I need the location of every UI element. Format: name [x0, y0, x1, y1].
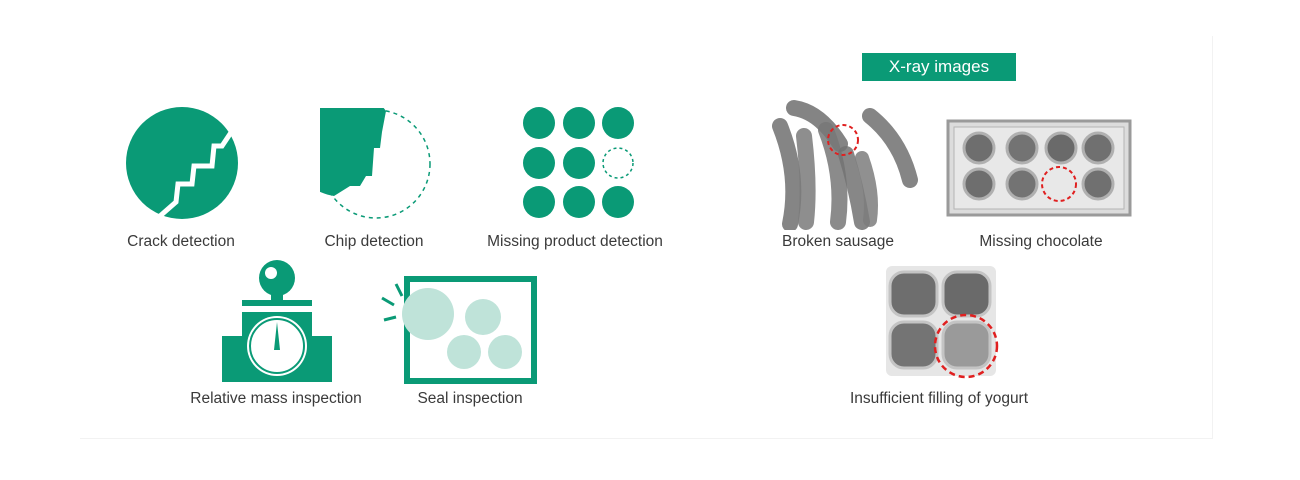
seal-inspection-label: Seal inspection: [417, 390, 523, 407]
missing-chocolate-label: Missing chocolate: [979, 233, 1103, 250]
scale-icon: [222, 260, 332, 384]
xray-images-header: X-ray images: [862, 53, 1016, 81]
crack-circle-icon: [124, 106, 242, 220]
chipped-circle-icon: [320, 108, 436, 222]
crack-detection-label: Crack detection: [127, 233, 235, 250]
yogurt-filling-label: Insufficient filling of yogurt: [849, 390, 1029, 407]
missing-product-detection-label: Missing product detection: [487, 233, 663, 250]
relative-mass-inspection-label: Relative mass inspection: [190, 390, 362, 407]
seal-tray-icon: [380, 276, 540, 384]
yogurt-xray-image: [886, 266, 1004, 382]
dot-grid-icon: [522, 106, 636, 220]
broken-sausage-label: Broken sausage: [781, 233, 895, 250]
missing-chocolate-xray-image: [946, 118, 1134, 218]
broken-sausage-xray-image: [770, 96, 920, 230]
chip-detection-label: Chip detection: [324, 233, 424, 250]
